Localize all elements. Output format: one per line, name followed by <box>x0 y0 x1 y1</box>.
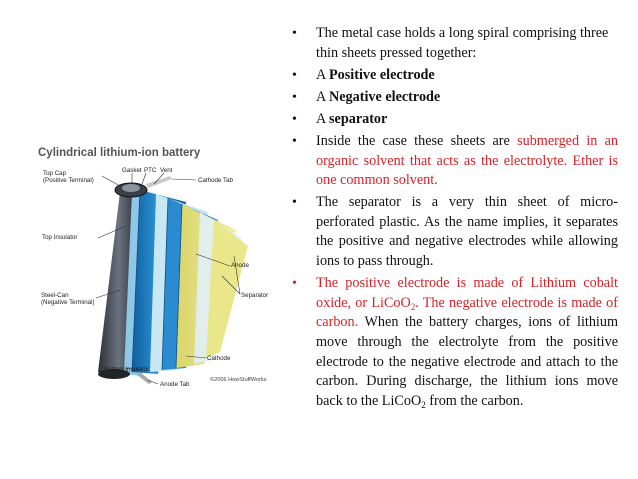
bullet-metal-case: • The metal case holds a long spiral com… <box>292 24 618 63</box>
bullet-text: When the battery charges, ions of lithiu… <box>316 314 618 409</box>
copyright-label: ©2006 HowStuffWorks <box>210 377 267 383</box>
bullet-text: A <box>316 88 330 105</box>
bullet-marker: • <box>292 111 297 127</box>
bullet-text: The separator is a very thin sheet of mi… <box>316 194 618 270</box>
bullet-marker: • <box>292 67 297 83</box>
outer-yellow-shape <box>206 220 248 358</box>
bullet-marker: • <box>292 133 297 149</box>
cathode-tab-label: Cathode Tab <box>198 177 233 184</box>
bullet-bold-text: Negative electrode <box>329 88 441 105</box>
separator-label: Separator <box>241 292 269 299</box>
bullet-marker: • <box>292 89 297 105</box>
cathode-label: Cathode <box>207 355 231 362</box>
bullet-text: A <box>316 66 330 83</box>
bullet-red-text: The positive electrode is made of Lithiu… <box>316 275 618 311</box>
top-cap-subtext: (Positive Terminal) <box>43 177 94 184</box>
bullet-marker: • <box>292 195 297 211</box>
anode-label: Anode <box>231 262 249 269</box>
bullet-text: The metal case holds a long spiral compr… <box>316 25 609 61</box>
anode-tab-label: Anode Tab <box>160 381 190 388</box>
top-cap-text: Top Cap <box>43 170 67 177</box>
subscript-text: 2 <box>421 399 426 410</box>
top-insulator-label: Top Insulator <box>42 234 78 241</box>
bullet-red-text: . The negative electrode is made of carb… <box>316 294 618 331</box>
bullet-text: A <box>316 110 330 127</box>
steel-can-text: Steel-Can <box>41 292 69 299</box>
anode-tab-shape <box>137 372 152 384</box>
bullet-positive-electrode: • A Positive electrode <box>292 66 618 86</box>
bottom-insulator-shape <box>98 369 130 379</box>
gasket-label: Gasket <box>122 167 142 174</box>
ptc-label: PTC <box>144 167 157 174</box>
bullet-negative-electrode: • A Negative electrode <box>292 88 618 108</box>
bullet-marker-red: • <box>292 276 297 292</box>
subscript-text: 2 <box>410 301 416 312</box>
cathode-tab-shape <box>146 176 172 188</box>
bottom-insulator-label: Bottom Insulator <box>104 366 150 373</box>
bullet-separator: • A separator <box>292 110 618 130</box>
bullet-text: Inside the case these sheets are <box>316 132 518 149</box>
bullet-separator-description: • The separator is a very thin sheet of … <box>292 193 618 271</box>
figure-title: Cylindrical lithium-ion battery <box>38 147 201 159</box>
vent-label: Vent <box>160 167 173 174</box>
steel-can-label: Steel-Can (Negative Terminal) <box>41 292 95 306</box>
bullet-marker: • <box>292 26 297 41</box>
battery-illustration <box>95 172 248 385</box>
top-cap-label: Top Cap (Positive Terminal) <box>43 170 94 184</box>
bullet-electrolyte: • Inside the case these sheets are subme… <box>292 132 618 191</box>
bullet-electrode-materials: • The positive electrode is made of Lith… <box>292 274 618 411</box>
bullet-bold-text: Positive electrode <box>329 66 435 83</box>
battery-figure: Cylindrical lithium-ion battery Top Cap … <box>36 146 281 396</box>
steel-can-subtext: (Negative Terminal) <box>41 299 95 306</box>
bullet-list: • The metal case holds a long spiral com… <box>292 24 618 411</box>
bullet-bold-text: separator <box>329 110 388 127</box>
bullet-red-text: submerged in an organic solvent that act… <box>316 132 619 189</box>
bullet-text: from the carbon. <box>425 392 524 409</box>
